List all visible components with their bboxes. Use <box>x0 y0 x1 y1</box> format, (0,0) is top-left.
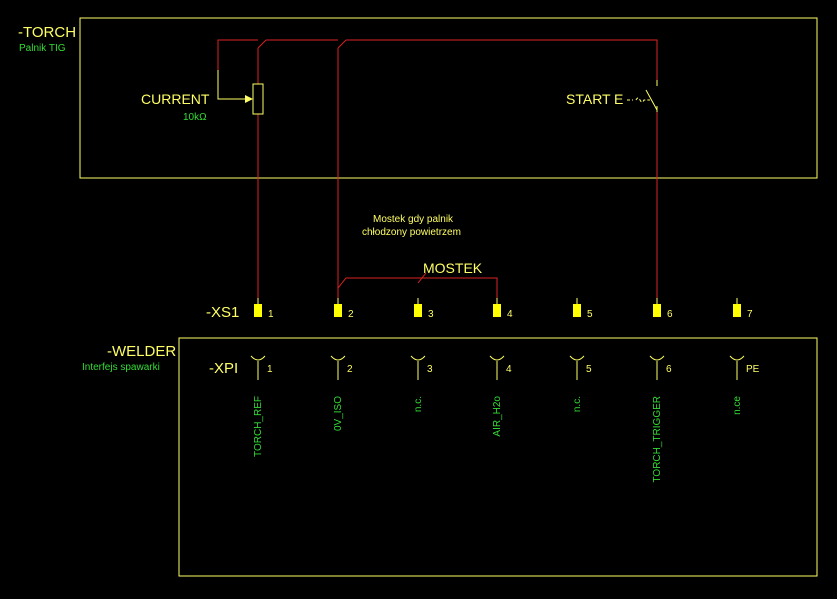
xpi-socket-5 <box>569 355 585 380</box>
xpi-tag: -XPI <box>209 360 238 377</box>
xpi-pin-number: 5 <box>586 364 592 375</box>
wiper-arrow-icon <box>245 95 253 103</box>
start-switch: START E <box>566 80 658 112</box>
xpi-signals: TORCH_REF 0V_ISO n.c. AIR_H2o n.c. TORCH_TRIG… <box>253 396 743 483</box>
switch-contact <box>645 89 658 111</box>
xpi-socket-4 <box>489 355 505 380</box>
xs1-pin-number: 3 <box>428 309 434 320</box>
xpi-signal-label: TORCH_REF <box>253 396 264 457</box>
bridge-label: MOSTEK <box>423 260 483 276</box>
xpi-socket-3 <box>410 355 426 380</box>
xpi-signal-label: n.c. <box>413 396 424 412</box>
welder-tag: -WELDER <box>107 343 176 360</box>
torch-frame <box>79 17 818 179</box>
torch-tag: -TORCH <box>18 24 76 41</box>
xs1-pins: 1 2 3 4 5 6 7 <box>254 298 753 320</box>
xs1-pin-number: 2 <box>348 309 354 320</box>
xpi-socket-1 <box>250 355 266 380</box>
xs1-pin-4 <box>493 304 501 317</box>
switch-actuator-icon <box>627 97 650 103</box>
xs1-pin-number: 7 <box>747 309 753 320</box>
xs1-pin-5 <box>573 304 581 317</box>
start-symbol: E <box>614 91 623 107</box>
xpi-pins: 1 2 3 4 5 6 PE <box>250 355 760 380</box>
xpi-socket-PE <box>729 355 745 380</box>
xpi-pin-number: 4 <box>506 364 512 375</box>
bridge-note-line1: Mostek gdy palnik <box>373 214 454 225</box>
xpi-socket-6 <box>649 355 665 380</box>
xpi-pin-number: 3 <box>427 364 433 375</box>
bridge-note-line2: chłodzony powietrzem <box>362 227 461 238</box>
torch-wiring <box>217 39 658 304</box>
welder-frame <box>178 337 818 577</box>
xpi-pin-number: 6 <box>666 364 672 375</box>
xpi-signal-label: n.c. <box>572 396 583 412</box>
xs1-pin-1 <box>254 304 262 317</box>
xs1-pin-3 <box>414 304 422 317</box>
potentiometer: CURRENT 10kΩ <box>141 70 264 123</box>
xs1-tag: -XS1 <box>206 304 239 321</box>
xpi-pin-number: PE <box>746 364 760 375</box>
xs1-pin-7 <box>733 304 741 317</box>
xpi-signal-label: AIR_H2o <box>492 396 503 437</box>
xs1-pin-2 <box>334 304 342 317</box>
xs1-pin-6 <box>653 304 661 317</box>
xs1-pin-number: 5 <box>587 309 593 320</box>
xpi-signal-label: n.ce <box>732 396 743 415</box>
wiper-line <box>217 70 251 100</box>
xs1-pin-number: 6 <box>667 309 673 320</box>
current-value: 10kΩ <box>183 112 207 123</box>
current-label: CURRENT <box>141 91 210 107</box>
welder-subtitle: Interfejs spawarki <box>82 362 160 373</box>
xs1-pin-number: 1 <box>268 309 274 320</box>
start-label: START <box>566 91 611 107</box>
xs1-pin-number: 4 <box>507 309 513 320</box>
resistor-body <box>252 83 264 115</box>
xpi-socket-2 <box>330 355 346 380</box>
torch-subtitle: Palnik TIG <box>19 43 66 54</box>
xpi-pin-number: 1 <box>267 364 273 375</box>
xpi-pin-number: 2 <box>347 364 353 375</box>
xpi-signal-label: TORCH_TRIGGER <box>652 396 663 483</box>
xpi-signal-label: 0V_ISO <box>333 396 344 431</box>
